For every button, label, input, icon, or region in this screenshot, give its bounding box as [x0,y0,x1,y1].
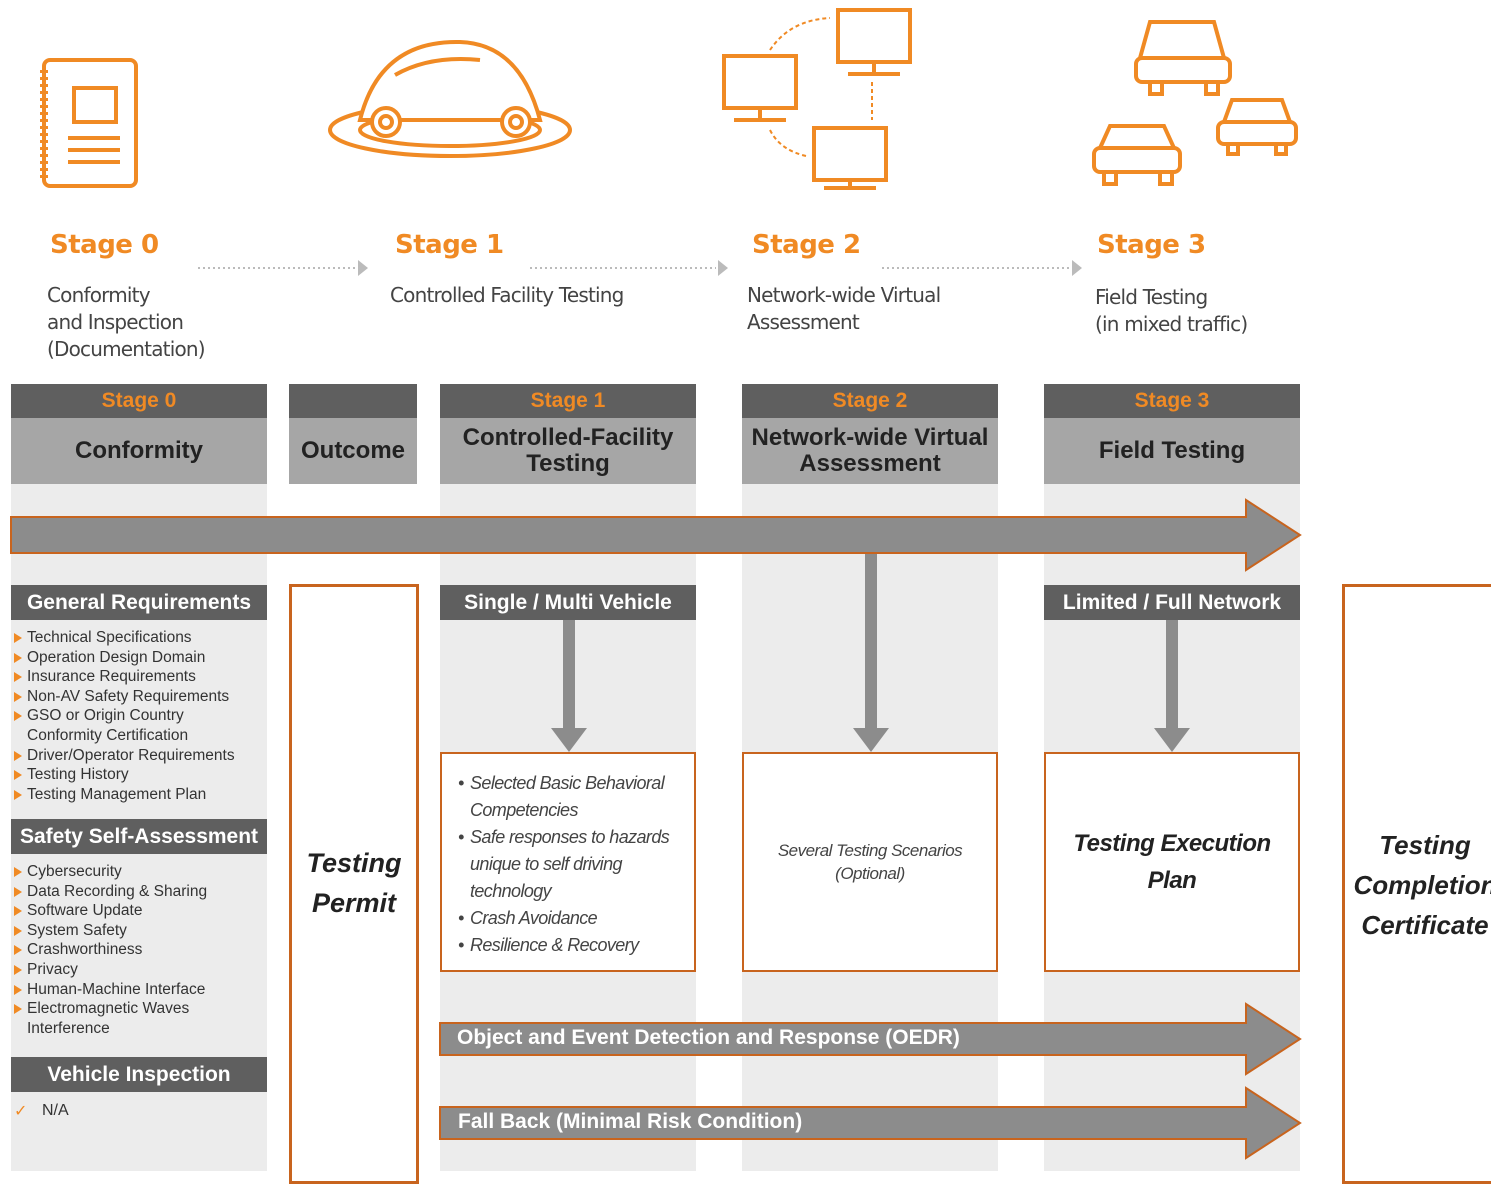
outcome-header-top [289,384,417,418]
top-stage1-label: Stage 1 [395,230,504,260]
top-stage0-desc-line: and Inspection [47,310,184,334]
stage-connectors [198,260,1082,276]
top-stage0-desc-line: Conformity [47,283,151,307]
list-item: Operation Design Domain [11,648,267,668]
stage3-header-stage: Stage 3 [1044,384,1300,418]
top-stage0-label: Stage 0 [50,230,159,260]
top-stage0-desc-line: (Documentation) [47,337,206,361]
stage1-header-title: Controlled-Facility Testing [440,418,696,484]
list-item: Non-AV Safety Requirements [11,687,267,707]
stage2-header-stage: Stage 2 [742,384,998,418]
list-item: Selected Basic Behavioral Competencies [456,770,686,824]
list-item: Testing Management Plan [11,785,267,805]
list-item: GSO or Origin Country Conformity Certifi… [11,706,217,745]
list-item: System Safety [11,921,267,941]
stage1-competencies-box: Selected Basic Behavioral Competencies S… [440,752,696,972]
outcome-header-title: Outcome [289,418,417,484]
single-multi-vehicle-label: Single / Multi Vehicle [440,585,696,620]
testing-permit-box: Testing Permit [289,584,419,1184]
check-icon: ✓ [14,1103,28,1120]
execution-plan-line: Testing Execution [1073,830,1271,857]
testing-permit-line: Testing [306,848,402,878]
list-item: Cybersecurity [11,862,267,882]
execution-plan-line: Plan [1147,867,1197,894]
competencies-list: Selected Basic Behavioral Competencies S… [456,770,686,959]
stage1-header-stage: Stage 1 [440,384,696,418]
list-item: Technical Specifications [11,628,267,648]
top-stage3-desc-line: Field Testing [1095,285,1208,309]
top-stage1-desc: Controlled Facility Testing [390,282,624,309]
list-item: Data Recording & Sharing [11,882,267,902]
vehicle-inspection-title: Vehicle Inspection [11,1057,267,1092]
car-platform-icon [328,39,572,158]
safety-self-assessment-title: Safety Self-Assessment [11,819,267,854]
stage-icons [40,8,1298,276]
vehicle-inspection-value: N/A [42,1102,69,1119]
completion-line: Testing [1379,830,1471,860]
top-stage2-label: Stage 2 [752,230,861,260]
stage3-header-title: Field Testing [1044,418,1300,484]
testing-permit-line: Permit [311,888,397,918]
network-monitors-icon [722,8,912,190]
completion-certificate-label: Testing Completion Certificate [1345,825,1491,945]
execution-plan-label: Testing Execution Plan [1073,825,1271,899]
list-item: Driver/Operator Requirements [11,746,267,766]
testing-permit-label: Testing Permit [292,843,416,923]
stage0-header-stage: Stage 0 [11,384,267,418]
scenarios-text: Several Testing Scenarios (Optional) [777,839,963,885]
completion-line: Completion [1353,870,1491,900]
completion-certificate-box: Testing Completion Certificate [1342,584,1491,1184]
stage2-header-title: Network-wide Virtual Assessment [742,418,998,484]
list-item: Privacy [11,960,267,980]
scenarios-line: Several Testing Scenarios [777,841,963,860]
oedr-label: Object and Event Detection and Response … [457,1026,960,1049]
list-item: Safe responses to hazards unique to self… [456,824,686,905]
stage2-scenarios-box: Several Testing Scenarios (Optional) [742,752,998,972]
list-item: Testing History [11,765,267,785]
top-stage2-desc-line: Network-wide Virtual [747,283,941,307]
top-stage3-desc-line: (in mixed traffic) [1095,312,1248,336]
top-stage1-desc-line: Controlled Facility Testing [390,283,624,307]
notebook-icon [40,58,138,188]
scenarios-line: (Optional) [835,864,905,883]
general-requirements-title: General Requirements [11,585,267,620]
fallback-label: Fall Back (Minimal Risk Condition) [458,1110,803,1133]
list-item: Human-Machine Interface [11,980,267,1000]
list-item: Crashworthiness [11,940,267,960]
cars-icon [1092,20,1298,186]
top-stage0-desc: Conformity and Inspection (Documentation… [47,282,206,363]
completion-line: Certificate [1361,910,1489,940]
general-requirements-list: Technical Specifications Operation Desig… [11,628,267,804]
top-stage2-desc-line: Assessment [747,310,860,334]
stage0-header-title: Conformity [11,418,267,484]
list-item: Crash Avoidance [456,905,686,932]
top-stage3-desc: Field Testing (in mixed traffic) [1095,284,1248,338]
top-stage3-label: Stage 3 [1097,230,1206,260]
limited-full-network-label: Limited / Full Network [1044,585,1300,620]
list-item: Electromagnetic Waves Interference [11,999,217,1038]
list-item: Insurance Requirements [11,667,267,687]
list-item: Resilience & Recovery [456,932,686,959]
stage3-execution-box: Testing Execution Plan [1044,752,1300,972]
list-item: Software Update [11,901,267,921]
safety-self-assessment-list: Cybersecurity Data Recording & Sharing S… [11,862,267,1038]
top-stage2-desc: Network-wide Virtual Assessment [747,282,941,336]
